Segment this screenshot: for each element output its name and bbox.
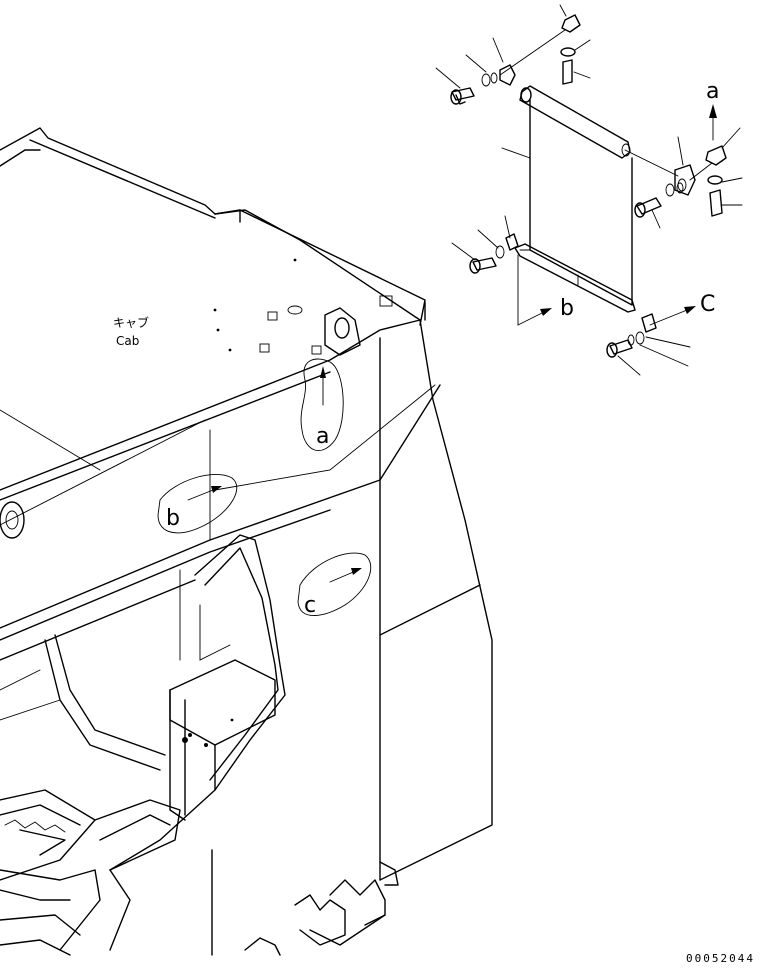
callout-a: a xyxy=(300,358,344,451)
view-arrow-a: a xyxy=(706,79,719,141)
clip-bolt-set-lower-left xyxy=(451,215,519,274)
view-a-letter: a xyxy=(706,79,719,104)
view-b-letter: b xyxy=(560,296,574,321)
view-arrow-b: b xyxy=(517,254,574,326)
view-c-letter: C xyxy=(700,292,715,317)
cab-body xyxy=(0,127,493,956)
roller-blind-assembly xyxy=(501,85,636,313)
clip-bolt-set-lower-right xyxy=(606,313,691,376)
callout-b: b xyxy=(157,474,238,534)
callout-c-letter: c xyxy=(304,593,316,618)
part-number: 00052044 xyxy=(686,952,755,965)
bracket-bolt-set-upper-left xyxy=(435,4,591,105)
callout-b-letter: b xyxy=(166,506,180,531)
callout-c: c xyxy=(297,552,372,618)
callout-a-letter: a xyxy=(316,424,329,449)
bracket-bolt-set-right xyxy=(624,127,743,229)
cab-label-jp: キャブ xyxy=(113,315,149,330)
view-arrow-c: C xyxy=(649,292,715,326)
cab-label-en: Cab xyxy=(116,334,139,348)
